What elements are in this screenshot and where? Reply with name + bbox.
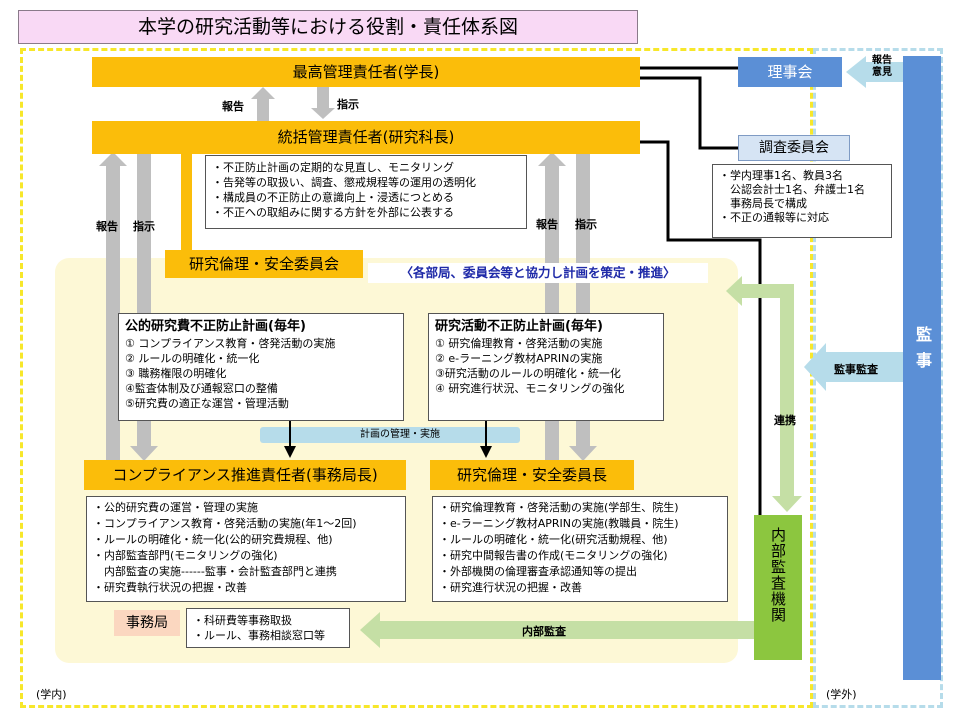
task-line: ・公的研究費の運営・管理の実施 [93, 501, 258, 514]
secretariat-tasks: ・科研費等事務取扱 ・ルール、事務相談窓口等 [186, 608, 350, 648]
task-line: ・内部監査部門(モニタリングの強化) [93, 549, 278, 562]
internal-audit-arrow [360, 612, 754, 648]
task-line: ・研究費執行状況の把握・改善 [93, 581, 247, 594]
task-line: 内部監査の実施------監事・会計監査部門と連携 [93, 565, 337, 578]
report-label-right: 報告 [536, 218, 558, 231]
task-line: ・不正防止計画の定期的な見直し、モニタリング [212, 161, 454, 174]
task-line: ・構成員の不正防止の意識向上・浸透につとめる [212, 191, 454, 204]
task-line: ・研究進行状況の把握・改善 [439, 581, 582, 594]
task-line: ・研究中間報告書の作成(モニタリングの強化) [439, 549, 668, 562]
task-line: ・告発等の取扱い、調査、懲戒規程等の運用の透明化 [212, 176, 476, 189]
orange-connector [181, 154, 192, 250]
report-opinion-line: 意見 [872, 67, 892, 78]
report-label-left: 報告 [96, 220, 118, 233]
report-opinion-arrow [846, 56, 906, 88]
task-line: ・ルールの明確化・統一化(研究活動規程、他) [439, 533, 668, 546]
member-line: ・学内理事1名、教員3名 [719, 169, 843, 182]
internal-audit-label: 内部監査 [522, 625, 566, 638]
instruct-label-top: 指示 [337, 98, 359, 111]
plan-research-box: 研究活動不正防止計画(毎年) ① 研究倫理教育・啓発活動の実施 ② e-ラーニン… [428, 313, 664, 421]
inside-label: (学内) [36, 688, 67, 701]
auditor-audit-arrow [804, 343, 906, 391]
investigation-committee-box: 調査委員会 [738, 135, 850, 161]
general-manager-box: 統括管理責任者(研究科長) [92, 121, 640, 154]
task-line: ・外部機関の倫理審査承認通知等の提出 [439, 565, 637, 578]
plan-item: ④ 研究進行状況、モニタリングの強化 [435, 382, 625, 395]
compliance-manager-box: コンプライアンス推進責任者(事務局長) [84, 460, 406, 490]
liaison-arrow [726, 276, 802, 512]
task-line: ・科研費等事務取扱 [193, 614, 292, 627]
auditor-audit-label: 監事監査 [834, 363, 878, 376]
black-connectors [640, 66, 762, 515]
cooperation-note: 〈各部局、委員会等と協力し計画を策定・推進〉 [368, 263, 708, 283]
plan-management-label: 計画の管理・実施 [360, 429, 440, 440]
plan-arrows [284, 420, 492, 458]
internal-audit-org-label: 内部監査機関 [769, 527, 787, 623]
plan-item: ④監査体制及び通報窓口の整備 [125, 382, 278, 395]
plan-item: ① 研究倫理教育・啓発活動の実施 [435, 337, 603, 350]
plan-item: ② e-ラーニング教材APRINの実施 [435, 352, 603, 365]
task-line: ・コンプライアンス教育・啓発活動の実施(年1～2回) [93, 517, 357, 530]
board-box: 理事会 [738, 57, 842, 87]
instruct-down-arrow-top [311, 87, 335, 119]
report-opinion-line: 報告 [872, 55, 892, 66]
general-manager-tasks: ・不正防止計画の定期的な見直し、モニタリング ・告発等の取扱い、調査、懲戒規程等… [205, 155, 527, 229]
task-line: ・ルール、事務相談窓口等 [193, 629, 325, 642]
auditor-box: 監事 [903, 56, 941, 680]
plan-research-title: 研究活動不正防止計画(毎年) [435, 319, 603, 334]
report-label-top: 報告 [222, 100, 244, 113]
member-line: ・不正の通報等に対応 [719, 211, 829, 224]
report-up-arrow-left [99, 152, 127, 460]
plan-item: ③研究活動のルールの明確化・統一化 [435, 367, 621, 380]
investigation-members: ・学内理事1名、教員3名 公認会計士1名、弁護士1名 事務局長で構成 ・不正の通… [712, 164, 892, 238]
instruct-label-right: 指示 [575, 218, 597, 231]
plan-item: ① コンプライアンス教育・啓発活動の実施 [125, 337, 336, 350]
plan-funds-title: 公的研究費不正防止計画(毎年) [125, 319, 306, 334]
internal-boundary [20, 48, 813, 708]
liaison-label: 連携 [774, 414, 796, 427]
task-line: ・ルールの明確化・統一化(公的研究費規程、他) [93, 533, 333, 546]
task-line: ・研究倫理教育・啓発活動の実施(学部生、院生) [439, 501, 679, 514]
instruct-label-left: 指示 [133, 220, 155, 233]
member-line: 事務局長で構成 [719, 197, 807, 210]
outside-label: (学外) [826, 688, 857, 701]
secretariat-box: 事務局 [114, 610, 180, 636]
auditor-label: 監事 [913, 326, 932, 378]
plan-item: ② ルールの明確化・統一化 [125, 352, 260, 365]
plan-management-bar [260, 427, 520, 443]
plan-funds-box: 公的研究費不正防止計画(毎年) ① コンプライアンス教育・啓発活動の実施 ② ル… [118, 313, 404, 421]
compliance-tasks: ・公的研究費の運営・管理の実施 ・コンプライアンス教育・啓発活動の実施(年1～2… [86, 496, 406, 602]
task-line: ・e-ラーニング教材APRINの実施(教職員・院生) [439, 517, 679, 530]
plan-item: ③ 職務権限の明確化 [125, 367, 227, 380]
internal-audit-org-box: 内部監査機関 [754, 515, 802, 660]
ethics-committee-box: 研究倫理・安全委員会 [165, 250, 363, 278]
report-opinion-label: 報告 意見 [872, 55, 892, 79]
plan-item: ⑤研究費の適正な運営・管理活動 [125, 397, 289, 410]
ethics-tasks: ・研究倫理教育・啓発活動の実施(学部生、院生) ・e-ラーニング教材APRINの… [432, 496, 728, 602]
top-manager-box: 最高管理責任者(学長) [92, 57, 640, 87]
page-title: 本学の研究活動等における役割・責任体系図 [18, 10, 638, 44]
report-up-arrow-top [251, 87, 275, 121]
member-line: 公認会計士1名、弁護士1名 [719, 183, 865, 196]
task-line: ・不正への取組みに関する方針を外部に公表する [212, 206, 454, 219]
ethics-chair-box: 研究倫理・安全委員長 [430, 460, 634, 490]
